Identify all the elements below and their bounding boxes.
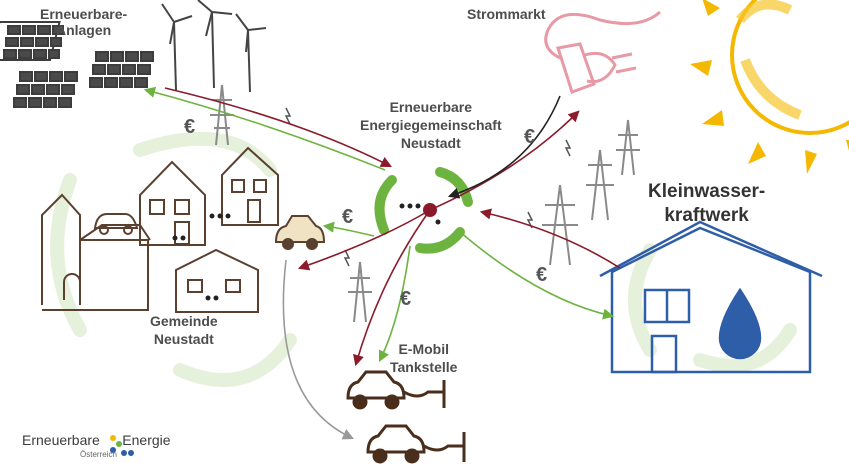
solar-panels-icon	[0, 21, 154, 108]
label-line: Erneuerbare-	[40, 6, 128, 22]
brand-logo: Erneuerbare Energie Österreich	[22, 432, 171, 459]
village-houses-icon	[41, 146, 279, 313]
label-line: Erneuerbare	[389, 99, 473, 115]
hydro-plant-icon	[599, 220, 823, 374]
ecar-icon	[274, 215, 326, 250]
community-hub-icon	[374, 167, 473, 254]
label-line: Neustadt	[153, 331, 214, 347]
label-emobility: E-Mobil Tankstelle	[390, 340, 457, 376]
wind-turbines-icon	[161, 0, 267, 93]
label-renewable-plants: Erneuerbare- Anlagen	[40, 6, 127, 38]
label-energy-community: Erneuerbare Energiegemeinschaft Neustadt	[360, 98, 502, 152]
lightning-icons	[284, 107, 572, 267]
charging-cars-icon	[346, 370, 466, 464]
euro-sign: €	[184, 116, 196, 138]
power-plug-icon	[544, 10, 662, 94]
euro-sign: €	[536, 264, 548, 286]
label-line: kraftwerk	[664, 205, 749, 226]
label-small-hydro: Kleinwasser- kraftwerk	[648, 180, 765, 228]
label-municipality: Gemeinde Neustadt	[150, 312, 218, 348]
logo-icon	[110, 435, 134, 456]
market-flow	[447, 95, 561, 199]
money-flows	[143, 86, 615, 363]
euro-sign: €	[524, 126, 536, 148]
electricity-flows	[164, 87, 621, 367]
euro-sign: €	[400, 288, 412, 310]
logo-word2: Energie	[122, 432, 171, 448]
label-line: Kleinwasser-	[648, 181, 766, 202]
label-line: Anlagen	[55, 22, 112, 38]
euro-sign: €	[342, 206, 354, 228]
people-icons	[172, 203, 441, 301]
label-line: Energiegemeinschaft	[360, 117, 502, 133]
logo-word1: Erneuerbare	[22, 432, 100, 448]
sun-icon	[690, 0, 849, 174]
car-to-charging-flow	[282, 259, 355, 440]
logo-sub: Österreich	[80, 450, 117, 459]
label-line: Neustadt	[400, 135, 461, 151]
label-line: E-Mobil	[398, 341, 449, 357]
label-line: Gemeinde	[150, 313, 218, 329]
power-pylons-icon	[210, 84, 640, 323]
label-line: Strommarkt	[467, 6, 546, 22]
label-line: Tankstelle	[390, 359, 458, 375]
label-power-market: Strommarkt	[467, 6, 546, 22]
